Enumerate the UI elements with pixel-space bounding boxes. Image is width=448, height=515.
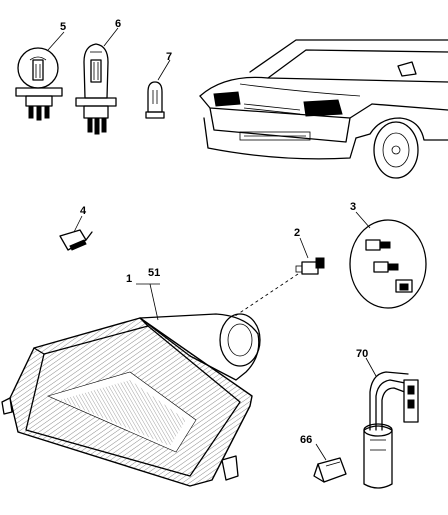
callout-4: 4	[80, 205, 87, 217]
part-2-connector	[295, 257, 325, 275]
callout-66: 66	[300, 434, 312, 446]
callout-5: 5	[60, 21, 66, 33]
leader-2	[299, 237, 309, 259]
leader-66	[315, 443, 327, 461]
part-3-bulb-holders	[349, 219, 427, 309]
leader-70	[365, 357, 377, 377]
bulb-5-round	[15, 47, 63, 121]
part-4-clip	[59, 229, 93, 251]
callout-3: 3	[350, 201, 356, 213]
callout-70: 70	[356, 348, 368, 360]
part-70-wiring-harness	[363, 371, 419, 489]
callout-7: 7	[166, 51, 172, 63]
callout-51: 51	[148, 267, 160, 279]
callout-1: 1	[126, 273, 132, 285]
callout-2: 2	[294, 227, 300, 239]
bulb-6-halogen	[75, 43, 117, 135]
headlamp-assembly	[1, 313, 261, 487]
car-front-view	[199, 39, 448, 179]
callout-6: 6	[115, 18, 121, 30]
leader-7	[157, 59, 171, 81]
part-66-clip	[313, 457, 347, 483]
leader-4	[73, 215, 83, 233]
bulb-7-small	[145, 81, 165, 119]
assembly-line	[231, 273, 299, 319]
leader-5	[47, 31, 65, 51]
leader-1-51-down	[149, 283, 159, 321]
leader-6	[103, 27, 119, 47]
leader-3	[355, 211, 371, 229]
